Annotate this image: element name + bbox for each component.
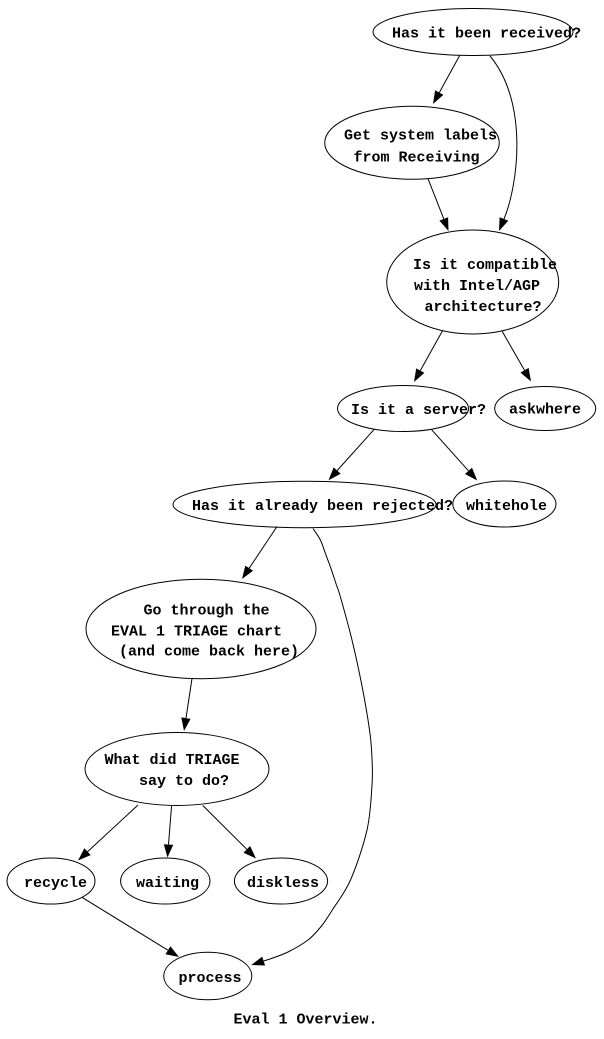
svg-text:Is it a server?: Is it a server? — [351, 402, 486, 419]
svg-text:Has it already been rejected?: Has it already been rejected? — [192, 498, 453, 515]
svg-text:Get system labels: Get system labels — [344, 128, 497, 145]
svg-text:diskless: diskless — [247, 875, 319, 892]
svg-text:EVAL 1 TRIAGE chart: EVAL 1 TRIAGE chart — [111, 624, 282, 641]
svg-text:say to do?: say to do? — [139, 773, 229, 790]
svg-text:Eval 1 Overview.: Eval 1 Overview. — [233, 1012, 377, 1029]
svg-text:from Receiving: from Receiving — [353, 150, 479, 167]
svg-text:Go through the: Go through the — [143, 603, 269, 620]
svg-text:Is it compatible: Is it compatible — [413, 257, 557, 274]
svg-text:architecture?: architecture? — [424, 299, 541, 316]
svg-text:What did TRIAGE: What did TRIAGE — [104, 752, 239, 769]
svg-text:waiting: waiting — [136, 875, 199, 892]
svg-text:(and come back here): (and come back here) — [119, 644, 299, 661]
svg-text:process: process — [178, 970, 241, 987]
svg-text:with Intel/AGP: with Intel/AGP — [414, 278, 540, 295]
svg-text:askwhere: askwhere — [509, 402, 581, 419]
svg-text:recycle: recycle — [24, 875, 87, 892]
svg-text:Has it been received?: Has it been received? — [392, 26, 581, 43]
svg-text:whitehole: whitehole — [466, 498, 547, 515]
